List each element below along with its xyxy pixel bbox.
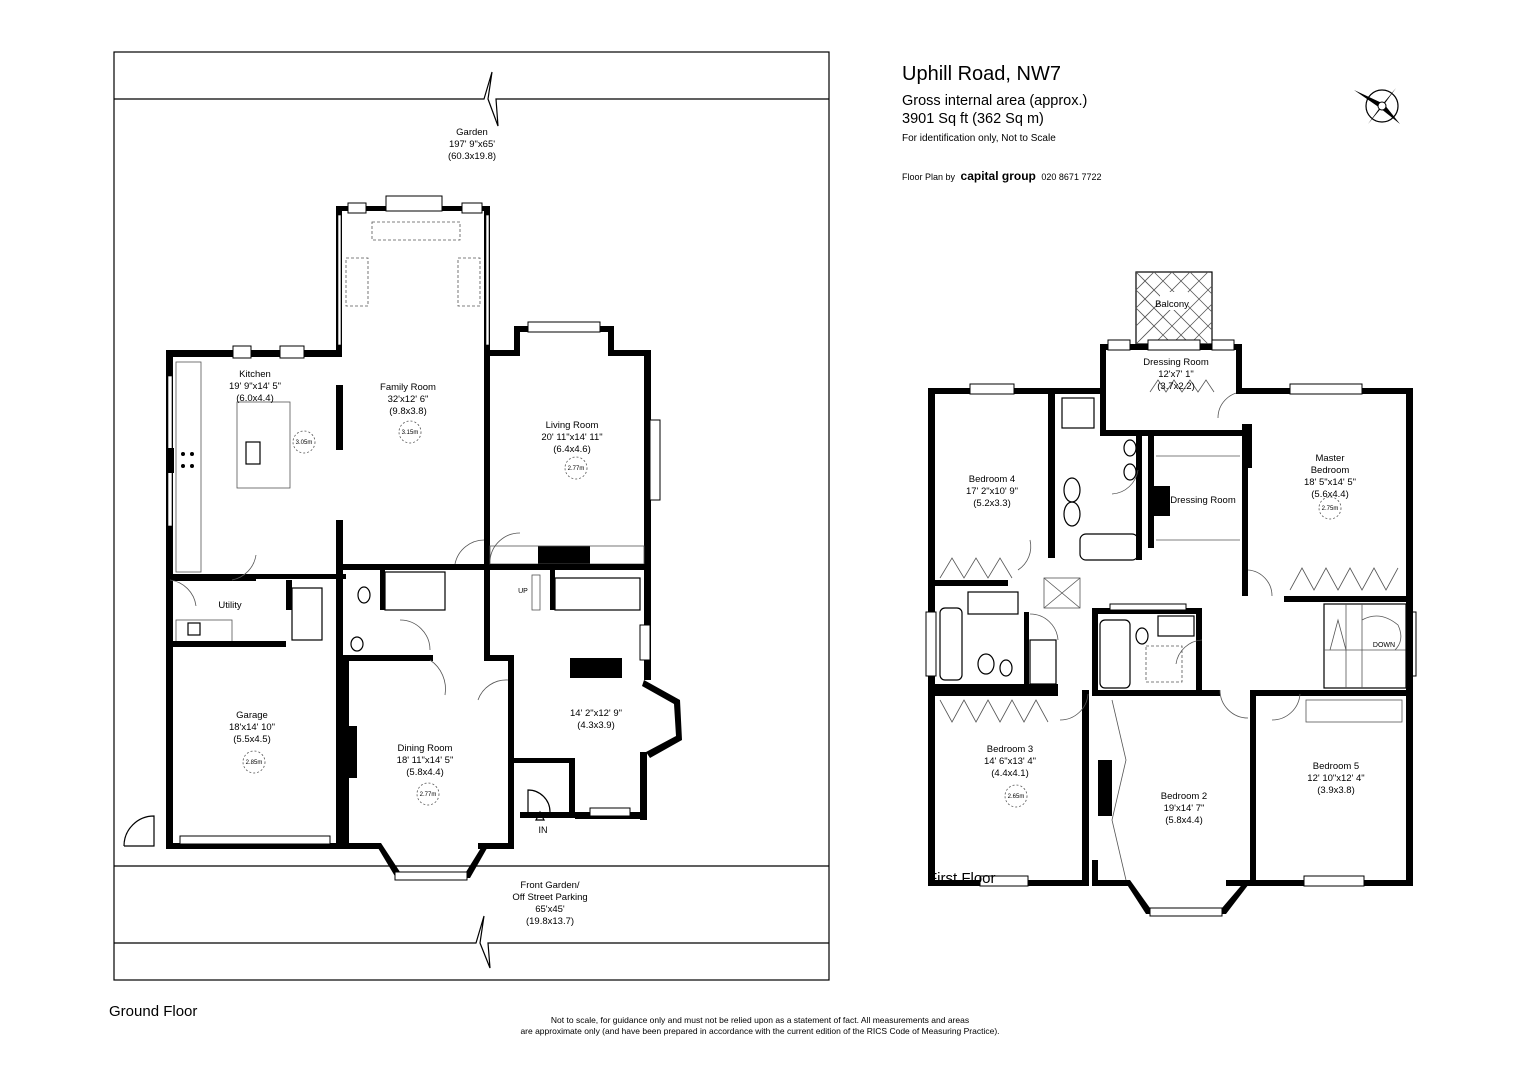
dressing-room-top-metric: (3.7x2.2) [1157, 381, 1195, 392]
scale-note: For identification only, Not to Scale [902, 133, 1056, 144]
master-name: Master [1315, 453, 1344, 464]
disclaimer-line2: are approximate only (and have been prep… [520, 1026, 999, 1036]
credit-prefix: Floor Plan by [902, 172, 956, 182]
dining-room-size: 18' 11"x14' 5" [397, 755, 454, 766]
area-value: 3901 Sq ft (362 Sq m) [902, 111, 1044, 127]
family-room-size: 32'x12' 6" [388, 394, 429, 405]
bedroom2-size: 19'x14' 7" [1164, 803, 1205, 814]
master-height: 2.75m [1322, 506, 1339, 512]
living-room-name: Living Room [546, 420, 599, 431]
disclaimer-line1: Not to scale, for guidance only and must… [551, 1015, 969, 1025]
garden-name: Garden [456, 127, 488, 138]
first-floor-plan: 2.75m 2.65m Balcony Dressing Room 12'x7'… [925, 271, 1417, 917]
kitchen-name: Kitchen [239, 369, 271, 380]
bedroom3-name: Bedroom 3 [987, 744, 1033, 755]
dining-room-name: Dining Room [398, 743, 453, 754]
garden-size: 197' 9"x65' [449, 139, 495, 150]
kitchen-height: 3.05m [296, 440, 313, 446]
height-markers-ground: 3.05m 3.15m 2.77m 2.85m 2.77m [242, 420, 588, 806]
hall-size: 14' 2"x12' 9" [570, 708, 622, 719]
dressing-room-top-name: Dressing Room [1143, 357, 1209, 368]
bedroom4-metric: (5.2x3.3) [973, 498, 1011, 509]
garage-name: Garage [236, 710, 268, 721]
compass-icon [1354, 88, 1400, 124]
living-room-size: 20' 11"x14' 11" [541, 432, 602, 443]
dressing-room-name: Dressing Room [1170, 495, 1236, 506]
bedroom3-size: 14' 6"x13' 4" [984, 756, 1036, 767]
garage-metric: (5.5x4.5) [233, 734, 271, 745]
master-size: 18' 5"x14' 5" [1304, 477, 1356, 488]
ground-floor-label: Ground Floor [109, 1003, 197, 1020]
living-room-height: 2.77m [568, 466, 585, 472]
area-label: Gross internal area (approx.) [902, 93, 1087, 109]
entrance-label: IN [539, 825, 548, 835]
credit-line: Floor Plan by capital group 020 8671 772… [902, 169, 1101, 183]
first-floor-label: First Floor [928, 870, 996, 887]
family-room-metric: (9.8x3.8) [389, 406, 427, 417]
utility-name: Utility [218, 600, 241, 611]
garage-height: 2.85m [246, 760, 263, 766]
garage-size: 18'x14' 10" [229, 722, 275, 733]
balcony-name: Balcony [1155, 299, 1189, 310]
dressing-room-top-size: 12'x7' 1" [1158, 369, 1194, 380]
dining-room-height: 2.77m [420, 792, 437, 798]
front-garden-name2: Off Street Parking [512, 892, 587, 903]
header-block: Uphill Road, NW7 Gross internal area (ap… [902, 63, 1101, 183]
bedroom5-metric: (3.9x3.8) [1317, 785, 1355, 796]
bedroom4-name: Bedroom 4 [969, 474, 1015, 485]
kitchen-metric: (6.0x4.4) [236, 393, 274, 404]
bedroom4-size: 17' 2"x10' 9" [966, 486, 1018, 497]
credit-phone: 020 8671 7722 [1041, 172, 1101, 182]
bedroom5-size: 12' 10"x12' 4" [1307, 773, 1364, 784]
master-name2: Bedroom [1311, 465, 1350, 476]
dining-room-metric: (5.8x4.4) [406, 767, 444, 778]
property-title: Uphill Road, NW7 [902, 63, 1061, 85]
front-garden-size: 65'x45' [535, 904, 565, 915]
master-metric: (5.6x4.4) [1311, 489, 1349, 500]
bedroom3-height: 2.65m [1008, 794, 1025, 800]
front-garden-name: Front Garden/ [520, 880, 579, 891]
family-room-height: 3.15m [402, 430, 419, 436]
stairs-down-label: DOWN [1373, 642, 1395, 649]
kitchen-size: 19' 9"x14' 5" [229, 381, 281, 392]
stairs-up-label: UP [518, 588, 528, 595]
bedroom3-metric: (4.4x4.1) [991, 768, 1029, 779]
plot-boundary [113, 51, 830, 981]
bedroom5-name: Bedroom 5 [1313, 761, 1359, 772]
front-garden-metric: (19.8x13.7) [526, 916, 574, 927]
credit-brand: capital group [961, 169, 1036, 183]
garden-metric: (60.3x19.8) [448, 151, 496, 162]
ground-floor-plan: 3.05m 3.15m 2.77m 2.85m 2.77m Garden 197… [109, 51, 830, 1020]
hall-metric: (4.3x3.9) [577, 720, 615, 731]
bedroom2-name: Bedroom 2 [1161, 791, 1207, 802]
bedroom2-metric: (5.8x4.4) [1165, 815, 1203, 826]
family-room-name: Family Room [380, 382, 436, 393]
living-room-metric: (6.4x4.6) [553, 444, 591, 455]
